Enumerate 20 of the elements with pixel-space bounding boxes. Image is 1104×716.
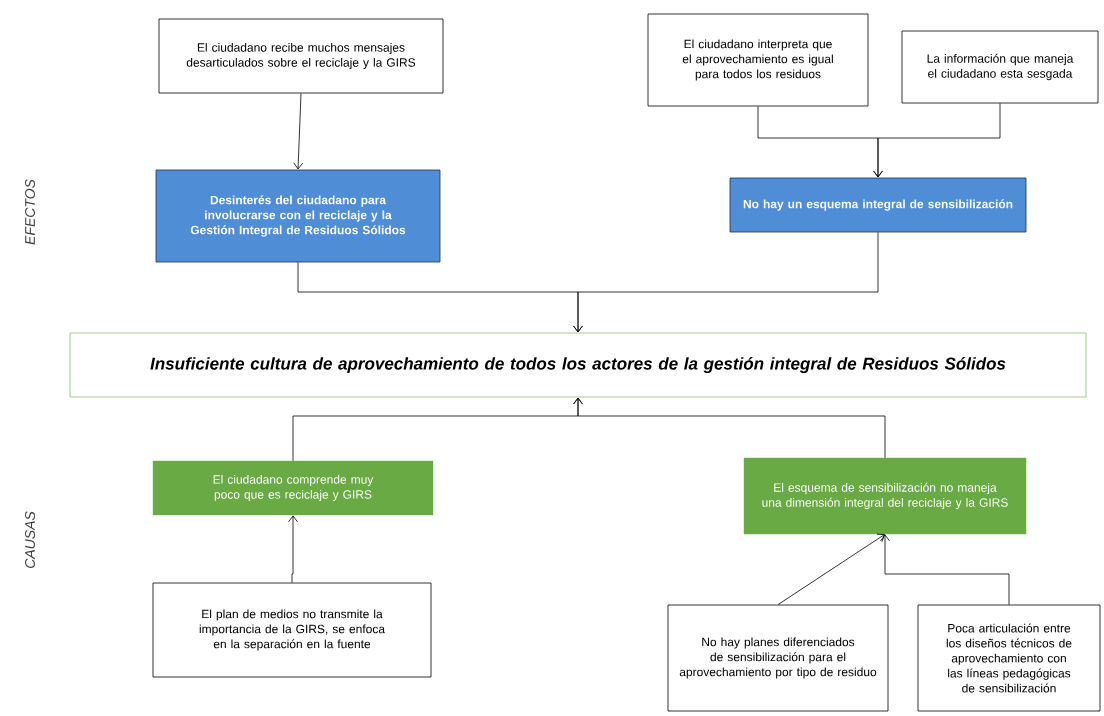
- cause-box: No hay planes diferenciados de sensibilización para el aprovechamiento por tipo de residuo: [667, 604, 889, 712]
- cause-box: Poca articulación entre los diseños técnicos de aprovechamiento con las líneas pedagógicas de sensibilización: [917, 604, 1101, 712]
- arrow: [293, 93, 304, 170]
- effect-box: Desinterés del ciudadano para involucrarse con el reciclaje y la Gestión Integral de Residuos Sólidos: [155, 169, 441, 263]
- arrow: [777, 533, 885, 605]
- section-label: EFECTOS: [25, 179, 35, 245]
- cause-box: El ciudadano comprende muy poco que es reciclaje y GIRS: [152, 460, 434, 516]
- arrow: [880, 534, 1010, 605]
- problem-box: Insuficiente cultura de aprovechamiento de todos los actores de la gestión integral de Residuos Sólidos: [69, 332, 1087, 398]
- arrow: [573, 397, 886, 459]
- section-label: CAUSAS: [25, 511, 35, 569]
- arrow: [573, 232, 879, 333]
- effect-box: El ciudadano interpreta que el aprovechamiento es igual para todos los residuos: [647, 13, 869, 107]
- arrow: [873, 103, 1001, 178]
- effect-box: El ciudadano recibe muchos mensajes desarticulados sobre el reciclaje y la GIRS: [158, 18, 444, 94]
- cause-box: El plan de medios no transmite la importancia de la GIRS, se enfoca en la separación en la fuente: [152, 582, 432, 678]
- arrow: [288, 515, 298, 583]
- cause-box: El esquema de sensibilización no maneja una dimensión integral del reciclaje y la GIRS: [743, 457, 1027, 535]
- effect-box: No hay un esquema integral de sensibilización: [729, 177, 1027, 233]
- effect-box: La información que maneja el ciudadano esta sesgada: [901, 30, 1099, 104]
